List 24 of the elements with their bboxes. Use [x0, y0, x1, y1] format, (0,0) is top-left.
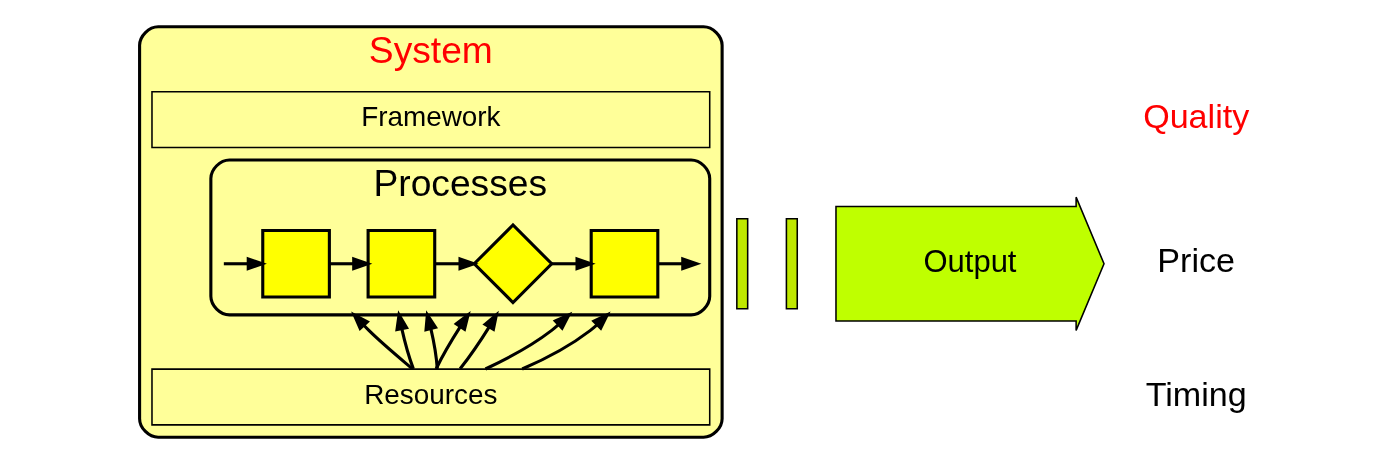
arrow — [223, 256, 267, 271]
arrow — [394, 310, 415, 370]
arrow — [434, 256, 479, 271]
arrow — [521, 311, 611, 371]
arrow — [434, 310, 471, 370]
node-diamond — [471, 222, 554, 305]
arrow — [423, 310, 439, 370]
cluster: Processes — [208, 158, 711, 317]
node-box — [589, 228, 659, 299]
arrow — [350, 311, 413, 370]
node-box — [366, 228, 436, 299]
label: Quality — [1142, 97, 1249, 136]
node-bar — [785, 218, 798, 310]
arrow — [657, 256, 701, 271]
arrow — [484, 311, 572, 371]
node-box: Resources — [150, 368, 710, 426]
arrow — [551, 256, 596, 271]
label: Price — [1156, 241, 1235, 280]
node-box — [260, 228, 331, 299]
label: Timing — [1145, 374, 1247, 413]
arrow — [328, 256, 372, 271]
node-bar — [735, 218, 748, 310]
arrow — [458, 310, 499, 370]
node-box: Framework — [150, 91, 710, 149]
